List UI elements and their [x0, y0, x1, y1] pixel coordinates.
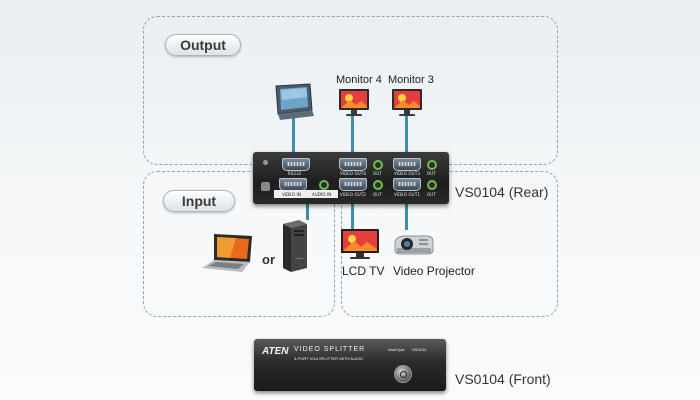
lcd-tv-icon	[341, 229, 379, 259]
input-region	[143, 171, 335, 317]
output-label: Output	[165, 34, 241, 56]
video-out4-label: VIDEO OUT4	[340, 171, 367, 176]
rs232-port-label: RS232	[288, 171, 302, 176]
cable-monitor3	[405, 116, 408, 154]
video-out1-label: VIDEO OUT1	[394, 192, 421, 197]
front-panel: ATEN VIDEO SPLITTER 4-PORT VGA SPLITTER …	[254, 339, 446, 391]
power-jack	[261, 182, 270, 191]
product-title: VIDEO SPLITTER	[294, 346, 366, 353]
video-out4-port	[339, 158, 367, 171]
video-out2-port	[339, 178, 367, 191]
power-button[interactable]	[394, 365, 412, 383]
laptop-icon	[202, 234, 252, 272]
audio-in-label: AUDIO IN	[312, 192, 332, 197]
lcd-tv-label: LCD TV	[342, 264, 385, 278]
video-out1-port	[393, 178, 421, 191]
series-name: VanCryst	[388, 347, 405, 352]
monitor4-icon	[339, 89, 369, 116]
desktop-pc-icon	[283, 220, 307, 272]
video-out3-port	[393, 158, 421, 171]
monitor3-label: Monitor 3	[388, 74, 434, 86]
cable-console-monitor	[292, 118, 295, 154]
audio-out1-label: OUT	[427, 192, 436, 197]
monitor4-label: Monitor 4	[336, 74, 382, 86]
cable-monitor4	[351, 116, 354, 154]
product-subtitle: 4-PORT VGA SPLITTER WITH AUDIO	[294, 356, 363, 361]
front-model: VS0104	[412, 347, 427, 352]
brand-logo: ATEN	[262, 346, 289, 357]
input-label-bar: VIDEO IN AUDIO IN	[274, 190, 338, 198]
audio-out1-jack	[427, 180, 437, 190]
audio-out4-label: OUT	[373, 171, 382, 176]
cable-lcd-tv	[351, 202, 354, 230]
video-projector-label: Video Projector	[393, 264, 475, 278]
video-in-label: VIDEO IN	[282, 192, 301, 197]
audio-out2-jack	[373, 180, 383, 190]
cable-projector	[405, 202, 408, 230]
audio-out4-jack	[373, 160, 383, 170]
audio-out2-label: OUT	[373, 192, 382, 197]
audio-out3-label: OUT	[427, 171, 436, 176]
rs232-port	[282, 158, 310, 171]
reset-switch	[263, 160, 268, 165]
or-label: or	[262, 252, 275, 267]
video-projector-icon	[394, 235, 434, 255]
video-out2-label: VIDEO OUT2	[340, 192, 367, 197]
input-label: Input	[163, 190, 235, 212]
monitor3-icon	[392, 89, 422, 116]
rear-model-label: VS0104 (Rear)	[455, 184, 549, 200]
cable-input-pc	[306, 202, 309, 220]
audio-out3-jack	[427, 160, 437, 170]
console-monitor-icon	[275, 83, 314, 120]
audio-in-jack	[319, 180, 329, 190]
video-out3-label: VIDEO OUT3	[394, 171, 421, 176]
front-model-label: VS0104 (Front)	[455, 371, 551, 387]
